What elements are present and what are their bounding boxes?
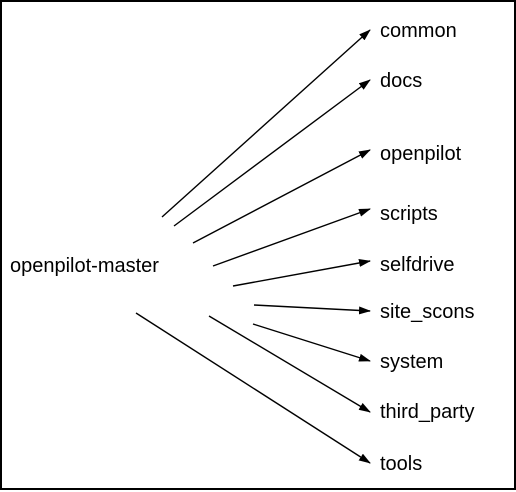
edge-arrow-third-party xyxy=(208,315,371,413)
edge-arrow-site-scons xyxy=(253,304,371,315)
edge-arrow-tools xyxy=(135,312,371,464)
root-node-label: openpilot-master xyxy=(10,255,159,277)
edge-arrow-openpilot xyxy=(192,149,371,244)
edge-arrow-common xyxy=(161,29,371,218)
edge-arrow-selfdrive xyxy=(232,259,371,287)
child-node-tools: tools xyxy=(380,453,423,475)
edge-arrow-scripts xyxy=(212,208,371,267)
child-node-scripts: scripts xyxy=(380,203,438,225)
child-node-third-party: third_party xyxy=(380,401,475,423)
edge-arrow-system xyxy=(252,323,371,362)
child-node-selfdrive: selfdrive xyxy=(380,254,455,276)
child-node-site-scons: site_scons xyxy=(380,301,475,323)
child-node-openpilot: openpilot xyxy=(380,143,462,165)
child-node-system: system xyxy=(380,351,444,373)
child-node-common: common xyxy=(380,20,457,42)
child-node-docs: docs xyxy=(380,70,423,92)
edge-arrow-docs xyxy=(173,79,371,227)
